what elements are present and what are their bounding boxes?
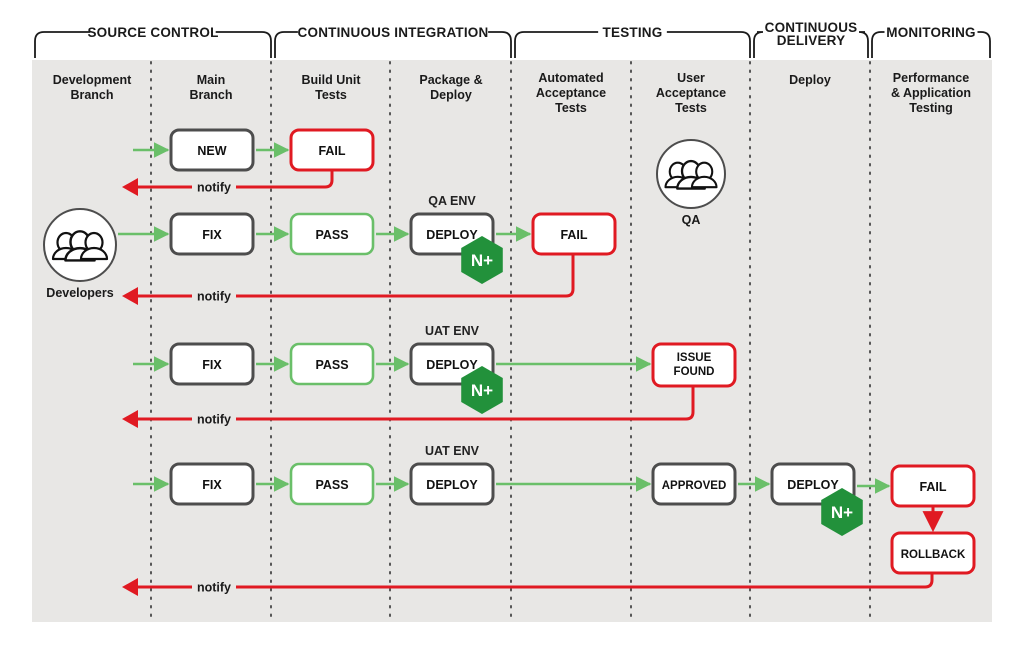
notify-label-backing xyxy=(192,579,236,595)
phase-label-continuous-integration: CONTINUOUS INTEGRATION xyxy=(298,25,489,40)
node-label-deploy-qa: DEPLOY xyxy=(426,228,478,242)
node-pass-2[interactable]: PASS xyxy=(289,342,375,386)
notify-arrowhead-notify-3 xyxy=(122,410,138,428)
phase-bracket-continuous-integration xyxy=(274,31,512,58)
node-fix-1[interactable]: FIX xyxy=(169,212,255,256)
notify-arrowhead-notify-1 xyxy=(122,178,138,196)
notify-label-notify-1: notify xyxy=(197,181,231,195)
node-deploy-uat-2[interactable]: DEPLOY xyxy=(409,462,495,506)
phase-label-monitoring: MONITORING xyxy=(886,25,976,40)
actor-developers: Developers xyxy=(43,208,117,300)
flow-connectors xyxy=(118,142,944,589)
node-deploy-prod[interactable]: DEPLOY xyxy=(770,462,856,506)
actor-label-qa: QA xyxy=(682,213,701,227)
node-label-fix-1: FIX xyxy=(202,228,222,242)
node-approved[interactable]: APPROVED xyxy=(651,462,737,506)
notify-label-backing xyxy=(192,179,236,195)
phase-label-testing: TESTING xyxy=(603,25,663,40)
node-new[interactable]: NEW xyxy=(169,128,255,172)
nginx-plus-badge-nplus-qa: N+ xyxy=(461,236,503,284)
node-label-pass-1: PASS xyxy=(315,228,348,242)
actor-icons: Developers QA xyxy=(43,139,726,300)
nginx-plus-label: N+ xyxy=(831,503,853,522)
env-label-qa-env: QA ENV xyxy=(428,194,476,208)
notify-return-paths xyxy=(128,171,934,589)
actor-label-developers: Developers xyxy=(46,286,113,300)
node-pass-1[interactable]: PASS xyxy=(289,212,375,256)
nginx-plus-badge-nplus-prod: N+ xyxy=(821,488,863,536)
notify-label-notify-4: notify xyxy=(197,581,231,595)
node-label-fail-unit: FAIL xyxy=(318,144,345,158)
people-icon xyxy=(664,159,718,190)
node-label-deploy-prod: DEPLOY xyxy=(787,478,839,492)
notify-label-backing xyxy=(192,411,236,427)
env-label-uat-env-1: UAT ENV xyxy=(425,324,480,338)
node-label-approved: APPROVED xyxy=(662,480,727,492)
phase-bracket-testing xyxy=(514,31,751,58)
nginx-plus-badge-nplus-uat: N+ xyxy=(461,366,503,414)
notify-label-notify-2: notify xyxy=(197,290,231,304)
pipeline-nodes: NEW FAIL FIX PASS DEPLOY FAIL FIX PASS DEPLOY ISS… xyxy=(169,128,976,575)
actor-qa: QA xyxy=(656,139,726,227)
node-fix-3[interactable]: FIX xyxy=(169,462,255,506)
node-fail-prod[interactable]: FAIL xyxy=(890,464,976,508)
green-flow-row4 xyxy=(133,476,891,494)
node-label-pass-3: PASS xyxy=(315,478,348,492)
node-label-rollback: ROLLBACK xyxy=(901,549,966,561)
environment-labels: QA ENV UAT ENV UAT ENV xyxy=(425,194,480,458)
node-label-fail-prod: FAIL xyxy=(919,480,946,494)
notify-label-backing xyxy=(192,288,236,304)
phase-brackets xyxy=(34,31,991,58)
notify-arrowhead-notify-4 xyxy=(122,578,138,596)
phase-labels: SOURCE CONTROL CONTINUOUS INTEGRATION TEST… xyxy=(87,20,975,48)
node-rollback[interactable]: ROLLBACK xyxy=(890,531,976,575)
node-label-deploy-uat-1: DEPLOY xyxy=(426,358,478,372)
phase-bracket-source-control xyxy=(34,31,272,58)
column-dividers xyxy=(150,61,871,621)
nginx-plus-badges: N+ N+ N+ xyxy=(461,236,863,536)
env-label-uat-env-2: UAT ENV xyxy=(425,444,480,458)
node-label-new: NEW xyxy=(197,144,226,158)
node-fix-2[interactable]: FIX xyxy=(169,342,255,386)
node-label-fail-aat: FAIL xyxy=(560,228,587,242)
people-icon xyxy=(51,230,109,262)
node-pass-3[interactable]: PASS xyxy=(289,462,375,506)
node-fail-unit[interactable]: FAIL xyxy=(289,128,375,172)
node-fail-aat[interactable]: FAIL xyxy=(531,212,617,256)
notify-labels: notify notify notify notify xyxy=(192,179,236,595)
node-label-fix-3: FIX xyxy=(202,478,222,492)
phase-bracket-continuous-delivery xyxy=(753,31,869,58)
phase-bracket-monitoring xyxy=(871,31,991,58)
column-header-deploy: Deploy xyxy=(789,73,831,87)
node-label-deploy-uat-2: DEPLOY xyxy=(426,478,478,492)
nginx-plus-label: N+ xyxy=(471,381,493,400)
node-label-pass-2: PASS xyxy=(315,358,348,372)
column-header-package-deploy: Package &Deploy xyxy=(419,73,482,102)
notify-arrowheads xyxy=(122,178,138,596)
notify-arrowhead-notify-2 xyxy=(122,287,138,305)
phase-label-source-control: SOURCE CONTROL xyxy=(87,25,218,40)
node-label-fix-2: FIX xyxy=(202,358,222,372)
notify-label-notify-3: notify xyxy=(197,413,231,427)
nginx-plus-label: N+ xyxy=(471,251,493,270)
